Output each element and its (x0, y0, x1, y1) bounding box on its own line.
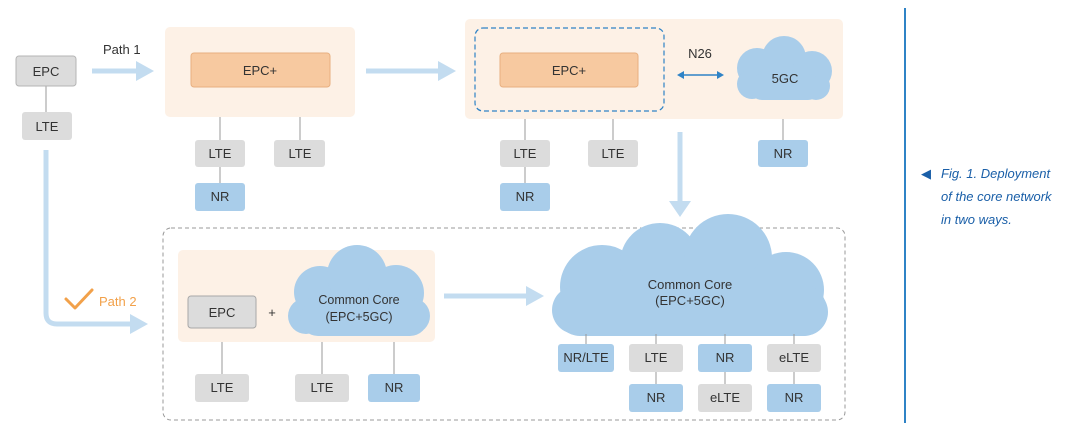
panel1-nr-label: NR (211, 189, 230, 204)
big-cloud-nr-label-bottom-a: NR (647, 390, 666, 405)
panel2-dashed-group (474, 27, 665, 112)
lte-box-left (22, 112, 72, 140)
big-cloud-line1: Common Core (648, 277, 733, 292)
plus-sign: + (268, 305, 276, 320)
fivegc-label: 5GC (772, 71, 799, 86)
path2-arrow-shaft (43, 150, 132, 327)
panel2-nr-box-b (758, 140, 808, 167)
panel2-nr-label-a: NR (516, 189, 535, 204)
big-common-core-cloud-icon (552, 214, 828, 336)
panel1-lte-label-a: LTE (209, 146, 232, 161)
n26-arrowhead-right (717, 71, 724, 79)
panel2-lte-label-a: LTE (514, 146, 537, 161)
common-core-cloud-icon (288, 245, 430, 336)
big-cloud-nr-box-bottom-a (629, 384, 683, 412)
bottom-left-lte-box-a (195, 374, 249, 402)
epc-label: EPC (33, 64, 60, 79)
path1-arrow-head (136, 61, 154, 81)
panel1-epcplus-box (190, 52, 331, 88)
big-cloud-nr-label-bottom-b: NR (785, 390, 804, 405)
bottom-dashed-container (162, 227, 846, 421)
big-cloud-nr-box-bottom-b (767, 384, 821, 412)
big-cloud-nrlte-box (558, 344, 614, 372)
big-cloud-line2: (EPC+5GC) (655, 293, 725, 308)
bottom-left-lte-box-b (295, 374, 349, 402)
panel2-epcplus-box (499, 52, 639, 88)
bottom-left-nr-box (368, 374, 420, 402)
bottom-left-epc-label: EPC (209, 305, 236, 320)
n26-label: N26 (688, 46, 712, 61)
path1-label: Path 1 (103, 42, 141, 57)
panel2-epcplus-label: EPC+ (552, 63, 586, 78)
fivegc-cloud-icon (737, 36, 832, 100)
big-cloud-elte-box (767, 344, 821, 372)
panel2-nr-label-b: NR (774, 146, 793, 161)
epc-box (15, 55, 77, 87)
caption-line3: in two ways. (941, 212, 1012, 227)
lte-label-left: LTE (36, 119, 59, 134)
panel2-lte-box-a (500, 140, 550, 167)
bottom-left-cloud-line2: (EPC+5GC) (325, 310, 392, 324)
bottom-left-nr-label: NR (385, 380, 404, 395)
caption-line1: Fig. 1. Deployment (941, 166, 1051, 181)
panel1-lte-box-b (274, 140, 325, 167)
checkmark-icon (64, 288, 94, 310)
panel2-nr-box-a (500, 183, 550, 211)
caption-marker-icon: ◀ (921, 166, 931, 181)
panel1-nr-box (195, 183, 245, 211)
big-cloud-elte-label-bottom: eLTE (710, 390, 740, 405)
big-cloud-lte-label: LTE (645, 350, 668, 365)
panel1-lte-box-a (195, 140, 245, 167)
bottom-left-epc-box (187, 295, 257, 329)
bottom-left-lte-label-b: LTE (311, 380, 334, 395)
caption-line2: of the core network (941, 189, 1053, 204)
panel2-lte-box-b (588, 140, 638, 167)
big-cloud-elte-box-bottom (698, 384, 752, 412)
big-cloud-nr-box (698, 344, 752, 372)
panel1-epcplus-label: EPC+ (243, 63, 277, 78)
down-arrow-head (669, 201, 691, 217)
big-cloud-nrlte-label: NR/LTE (563, 350, 609, 365)
big-cloud-lte-box (629, 344, 683, 372)
bottom-left-lte-label-a: LTE (211, 380, 234, 395)
path2-label: Path 2 (99, 294, 137, 309)
bottom-arrow-head (526, 286, 544, 306)
panel2-lte-label-b: LTE (602, 146, 625, 161)
n26-arrowhead-left (677, 71, 684, 79)
big-cloud-nr-label: NR (716, 350, 735, 365)
big-cloud-elte-label: eLTE (779, 350, 809, 365)
path2-arrow-head (130, 314, 148, 334)
bottom-left-cloud-line1: Common Core (318, 293, 399, 307)
panel1-lte-label-b: LTE (289, 146, 312, 161)
p1-p2-arrow-head (438, 61, 456, 81)
